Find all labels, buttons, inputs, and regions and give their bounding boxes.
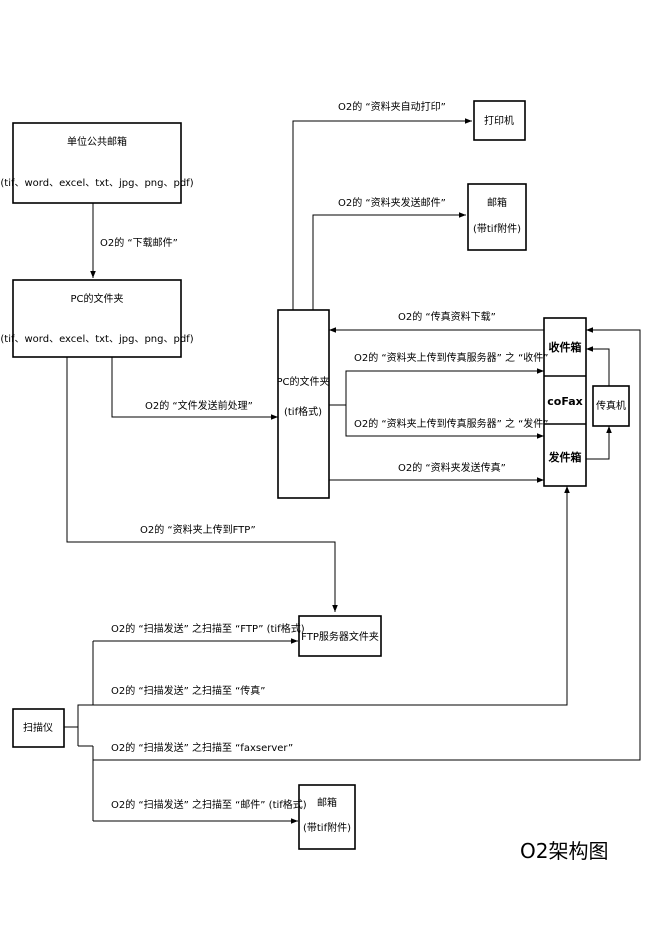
diagram-title: O2架构图 (520, 839, 608, 863)
label-folder-to-ftp: O2的 “资料夹上传到FTP” (140, 523, 256, 536)
node-mailbox-attach-bottom: 邮箱 (带tif附件) (298, 784, 356, 850)
public-mailbox-formats: (tif、word、excel、txt、jpg、png、pdf) (0, 178, 193, 189)
edge-fax-to-inbox (586, 346, 610, 386)
node-fax-machine: 传真机 (592, 385, 630, 427)
pc-folder-formats: (tif、word、excel、txt、jpg、png、pdf) (0, 334, 193, 345)
public-mailbox-title: 单位公共邮箱 (67, 135, 127, 148)
edge-upload-inbox (345, 368, 544, 405)
node-ftp-folder: FTP服务器文件夹 (298, 615, 382, 657)
label-fax-download: O2的 “传真资料下载” (398, 310, 496, 323)
cofax-name-label: coFax (547, 395, 582, 408)
node-pc-folder-tif: PC的文件夹 (tif格式) (276, 309, 330, 499)
node-scanner: 扫描仪 (12, 708, 65, 748)
label-file-send-preprocess: O2的 “文件发送前处理” (145, 399, 253, 412)
label-folder-send-fax: O2的 “资料夹发送传真” (398, 461, 506, 474)
ftp-folder-label: FTP服务器文件夹 (301, 630, 379, 643)
label-scan-mail: O2的 “扫描发送” 之扫描至 “邮件” (tif格式) (111, 798, 307, 811)
node-cofax: 收件箱 coFax 发件箱 (543, 317, 587, 487)
edge-scan-fax (93, 486, 570, 706)
cofax-inbox-label: 收件箱 (549, 340, 582, 354)
label-download-mail: O2的 “下载邮件” (100, 236, 178, 249)
edge-file-send-preprocess (111, 357, 278, 420)
pc-folder-tif-line1: PC的文件夹 (276, 375, 329, 388)
edge-folder-to-ftp (66, 357, 338, 612)
label-scan-ftp: O2的 “扫描发送” 之扫描至 “FTP” (tif格式) (111, 622, 305, 635)
label-folder-send-mail: O2的 “资料夹发送邮件” (338, 196, 446, 209)
mailbox-top-line2: (带tif附件) (473, 222, 521, 235)
label-upload-inbox: O2的 “资料夹上传到传真服务器” 之 “收件” (354, 351, 549, 364)
node-printer: 打印机 (473, 100, 526, 141)
edge-upload-outbox (345, 405, 544, 439)
mailbox-bottom-line1: 邮箱 (317, 796, 337, 809)
pc-folder-title: PC的文件夹 (70, 292, 123, 305)
label-folder-auto-print: O2的 “资料夹自动打印” (338, 100, 446, 113)
label-scan-faxserver: O2的 “扫描发送” 之扫描至 “faxserver” (111, 741, 293, 754)
edge-folder-auto-print (292, 118, 472, 310)
fax-machine-label: 传真机 (596, 399, 626, 412)
edge-scanner-stem (64, 704, 93, 728)
scanner-label: 扫描仪 (23, 721, 53, 734)
mailbox-top-line1: 邮箱 (487, 196, 507, 209)
label-upload-outbox: O2的 “资料夹上传到传真服务器” 之 “发件” (354, 417, 549, 430)
printer-label: 打印机 (484, 114, 514, 127)
cofax-outbox-label: 发件箱 (548, 450, 582, 464)
edge-folder-send-mail (312, 212, 466, 310)
label-scan-fax: O2的 “扫描发送” 之扫描至 “传真” (111, 684, 266, 697)
node-pc-folder: PC的文件夹 (tif、word、excel、txt、jpg、png、pdf) (0, 279, 194, 358)
node-public-mailbox: 单位公共邮箱 (tif、word、excel、txt、jpg、png、pdf) (0, 122, 194, 204)
edge-outbox-to-fax (586, 426, 612, 460)
edge-scan-faxserver (93, 327, 641, 761)
node-mailbox-attach-top: 邮箱 (带tif附件) (467, 183, 527, 251)
mailbox-bottom-line2: (带tif附件) (303, 821, 351, 834)
pc-folder-tif-line2: (tif格式) (284, 405, 322, 418)
